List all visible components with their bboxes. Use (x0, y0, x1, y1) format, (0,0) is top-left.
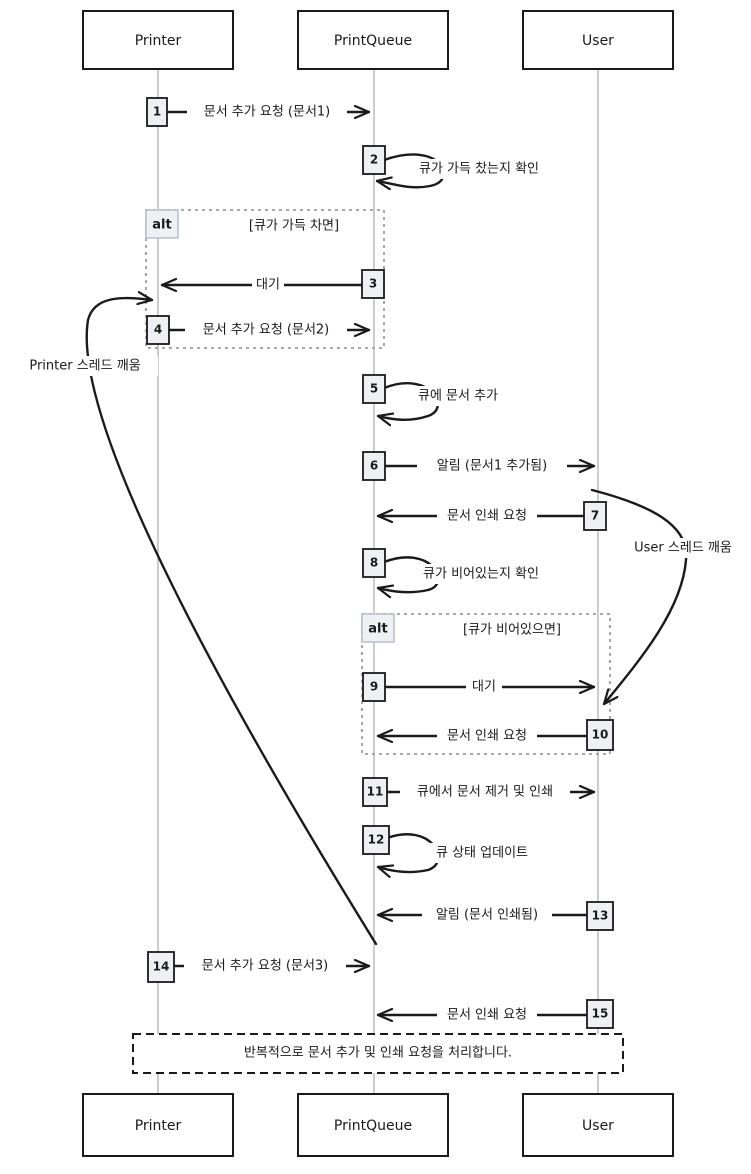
step-5-label: 큐에 문서 추가 (418, 389, 498, 404)
alt-condition-2: [큐가 비어있으면] (463, 623, 561, 638)
step-1: 문서 추가 요청 (문서1) 1 (146, 97, 371, 127)
repeat-note: 반복적으로 문서 추가 및 인쇄 요청을 처리합니다. (132, 1033, 624, 1074)
step-14-label: 문서 추가 요청 (문서3) (202, 959, 329, 974)
participant-queue-bottom-label: PrintQueue (334, 1118, 412, 1134)
step-7-number: 7 (591, 509, 599, 523)
step-12-number: 12 (368, 833, 385, 847)
participant-printer-bottom-label: Printer (135, 1118, 182, 1134)
step-4-label: 문서 추가 요청 (문서2) (203, 323, 330, 338)
step-2-number: 2 (370, 153, 378, 167)
step-8-label: 큐가 비어있는지 확인 (423, 567, 539, 582)
step-4-number-box (146, 315, 170, 345)
step-11-number-box (362, 777, 388, 807)
wake-printer-label: Printer 스레드 깨움 (29, 359, 140, 374)
alt-tag-box-1 (145, 209, 179, 239)
step-2-number-box (362, 145, 386, 175)
step-9: 대기 9 (362, 672, 596, 702)
participant-queue-top-label: PrintQueue (334, 33, 412, 49)
step-15-number: 15 (592, 1007, 609, 1021)
step-1-number-box (146, 97, 168, 127)
step-13: 알림 (문서 인쇄됨) 13 (376, 901, 614, 931)
step-12-number-box (362, 825, 390, 855)
participant-user-top-label: User (582, 33, 614, 49)
step-4-number: 4 (154, 323, 162, 337)
step-8: 큐가 비어있는지 확인 8 (362, 548, 552, 592)
step-14-number-box (147, 951, 175, 983)
step-3-label: 대기 (256, 278, 280, 293)
step-4: 문서 추가 요청 (문서2) 4 (146, 315, 371, 345)
step-3: 대기 3 (160, 269, 385, 299)
step-9-number-box (362, 672, 386, 702)
step-9-number: 9 (370, 680, 378, 694)
step-13-label: 알림 (문서 인쇄됨) (436, 908, 538, 923)
step-8-number-box (362, 548, 386, 578)
step-11-number: 11 (367, 785, 384, 799)
step-6-label: 알림 (문서1 추가됨) (437, 459, 547, 474)
step-10: 문서 인쇄 요청 10 (376, 719, 614, 751)
step-5-number: 5 (370, 382, 378, 396)
step-7-number-box (583, 501, 607, 531)
step-3-number: 3 (369, 277, 377, 291)
step-9-label: 대기 (472, 680, 496, 695)
step-6-number-box (362, 451, 386, 481)
alt-frame-queue-empty: alt [큐가 비어있으면] (361, 613, 611, 755)
step-15: 문서 인쇄 요청 15 (376, 999, 614, 1029)
participant-printer-bottom: Printer (82, 1093, 234, 1157)
wake-user-label: User 스레드 깨움 (634, 541, 732, 556)
step-13-number: 13 (592, 909, 609, 923)
step-12: 큐 상태 업데이트 12 (362, 825, 541, 872)
step-5-number-box (362, 374, 386, 404)
wake-user-curve (590, 488, 688, 706)
step-7-label: 문서 인쇄 요청 (447, 509, 527, 524)
step-11-label: 큐에서 문서 제거 및 인쇄 (417, 785, 553, 800)
alt-condition-1: [큐가 가득 차면] (249, 219, 339, 234)
step-15-number-box (586, 999, 614, 1029)
participant-queue-top: PrintQueue (297, 10, 449, 70)
participant-user-bottom-label: User (582, 1118, 614, 1134)
step-8-number: 8 (370, 556, 378, 570)
step-10-label: 문서 인쇄 요청 (447, 729, 527, 744)
step-6: 알림 (문서1 추가됨) 6 (362, 451, 596, 481)
step-12-label: 큐 상태 업데이트 (436, 846, 528, 861)
participant-user-top: User (522, 10, 674, 70)
step-11: 큐에서 문서 제거 및 인쇄 11 (362, 777, 596, 807)
step-3-number-box (361, 269, 385, 299)
alt-tag-box-2 (361, 613, 395, 643)
repeat-note-text: 반복적으로 문서 추가 및 인쇄 요청을 처리합니다. (244, 1046, 512, 1061)
step-10-number: 10 (592, 728, 609, 742)
wake-printer-curve (85, 298, 378, 946)
alt-frame-queue-full: alt [큐가 가득 차면] (145, 209, 385, 349)
step-1-number: 1 (153, 105, 161, 119)
step-2-label: 큐가 가득 찼는지 확인 (419, 162, 539, 177)
participant-printer-top: Printer (82, 10, 234, 70)
step-1-label: 문서 추가 요청 (문서1) (204, 105, 331, 120)
participant-queue-bottom: PrintQueue (297, 1093, 449, 1157)
participant-printer-top-label: Printer (135, 33, 182, 49)
step-13-number-box (586, 901, 614, 931)
step-6-number: 6 (370, 459, 378, 473)
step-10-number-box (586, 719, 614, 751)
step-14-number: 14 (153, 960, 170, 974)
step-7: 문서 인쇄 요청 7 (376, 501, 607, 531)
participant-user-bottom: User (522, 1093, 674, 1157)
alt-tag-2: alt (368, 622, 387, 637)
step-5: 큐에 문서 추가 5 (362, 374, 508, 420)
step-15-label: 문서 인쇄 요청 (447, 1008, 527, 1023)
alt-tag-1: alt (152, 218, 171, 233)
step-2: 큐가 가득 찼는지 확인 2 (362, 145, 552, 187)
step-14: 문서 추가 요청 (문서3) 14 (147, 951, 371, 983)
